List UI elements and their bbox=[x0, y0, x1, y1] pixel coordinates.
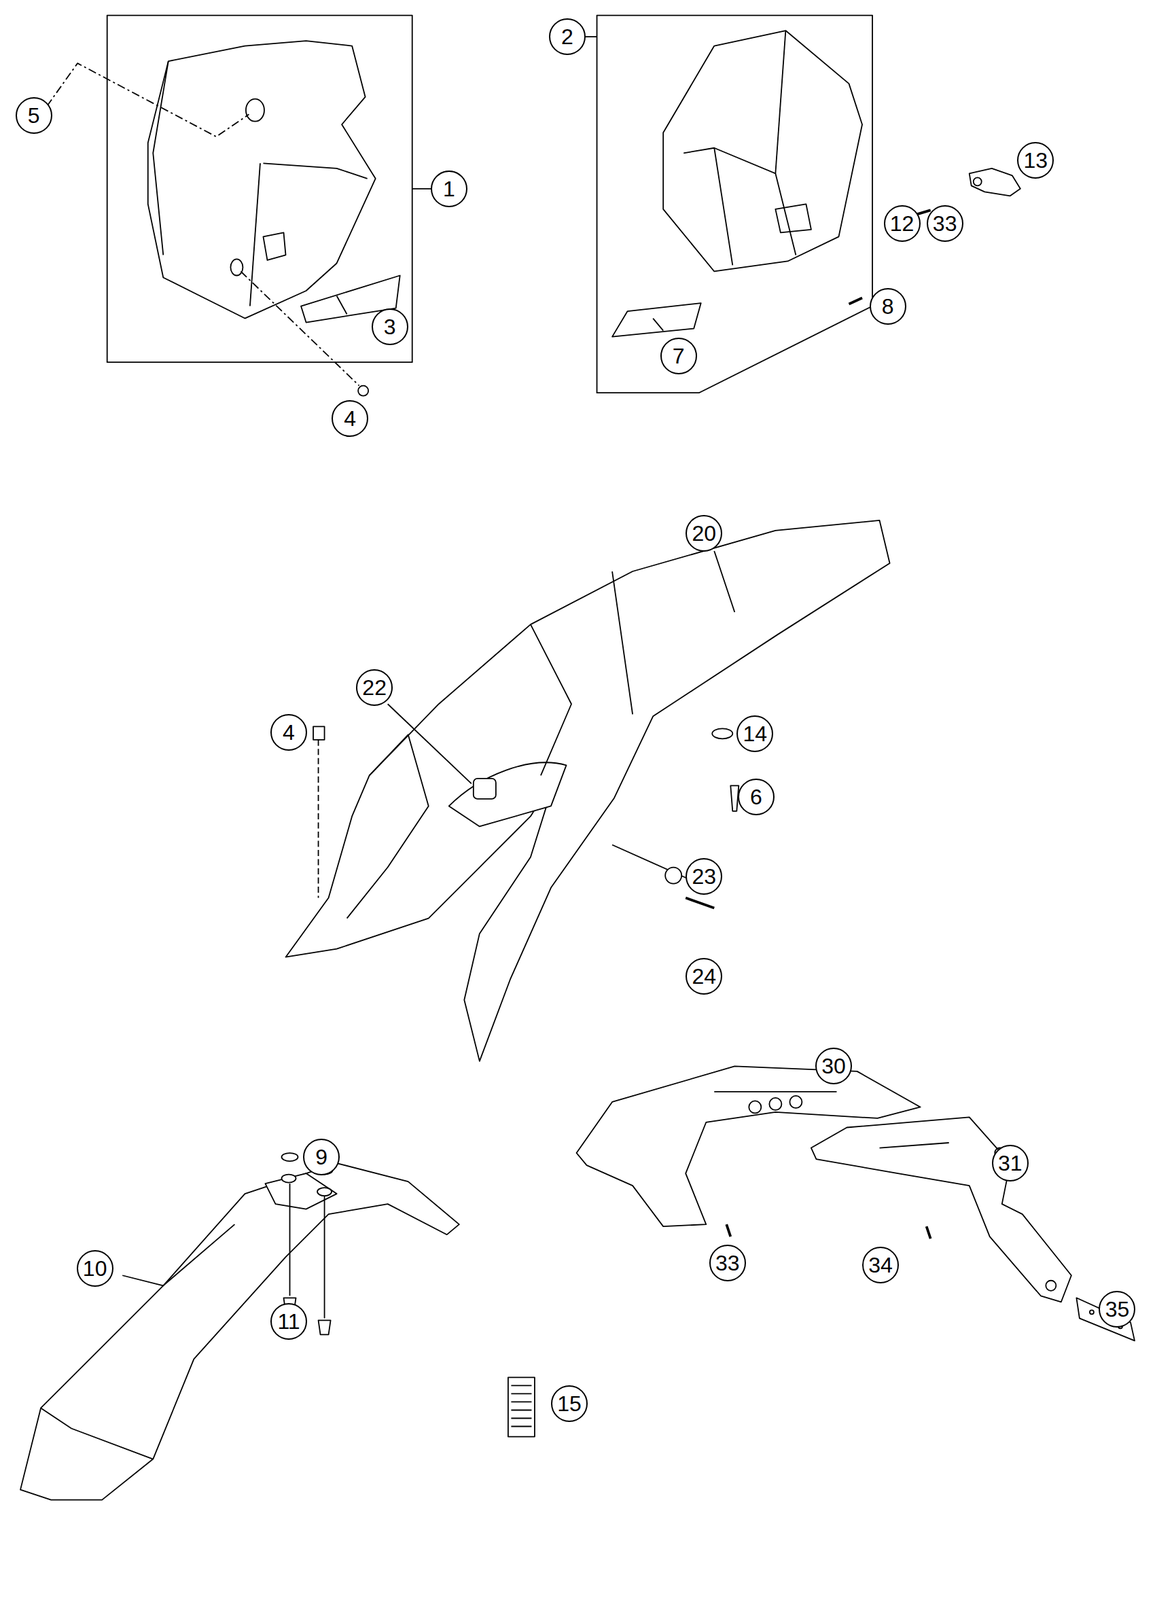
callout-number: 22 bbox=[356, 669, 393, 706]
callout-number: 33 bbox=[709, 1244, 746, 1282]
callout-number: 11 bbox=[270, 1303, 308, 1340]
callout-number: 3 bbox=[371, 308, 409, 346]
callout-number: 9 bbox=[303, 1138, 340, 1176]
callout-number: 15 bbox=[551, 1385, 588, 1423]
callout-number: 33 bbox=[926, 205, 964, 242]
callout-number: 8 bbox=[869, 288, 907, 325]
callout-number: 10 bbox=[76, 1250, 114, 1287]
callout-number: 31 bbox=[991, 1144, 1029, 1182]
callout-number: 1 bbox=[430, 170, 468, 208]
callout-number: 5 bbox=[15, 97, 53, 134]
callout-number: 7 bbox=[660, 337, 698, 375]
callout-number: 14 bbox=[736, 715, 774, 753]
assembly-box bbox=[107, 15, 413, 363]
callout-number: 20 bbox=[685, 514, 723, 552]
callout-number: 35 bbox=[1098, 1290, 1136, 1328]
callout-number: 4 bbox=[331, 400, 369, 437]
callout-number: 2 bbox=[548, 18, 586, 56]
callout-number: 23 bbox=[685, 858, 723, 895]
callout-number: 34 bbox=[862, 1246, 899, 1284]
callout-number: 6 bbox=[737, 778, 775, 816]
callout-number: 24 bbox=[685, 957, 723, 995]
assembly-box bbox=[597, 15, 873, 394]
callout-number: 12 bbox=[883, 205, 921, 242]
callout-number: 4 bbox=[270, 714, 308, 751]
callout-number: 13 bbox=[1017, 141, 1054, 179]
callout-number: 30 bbox=[815, 1047, 852, 1085]
